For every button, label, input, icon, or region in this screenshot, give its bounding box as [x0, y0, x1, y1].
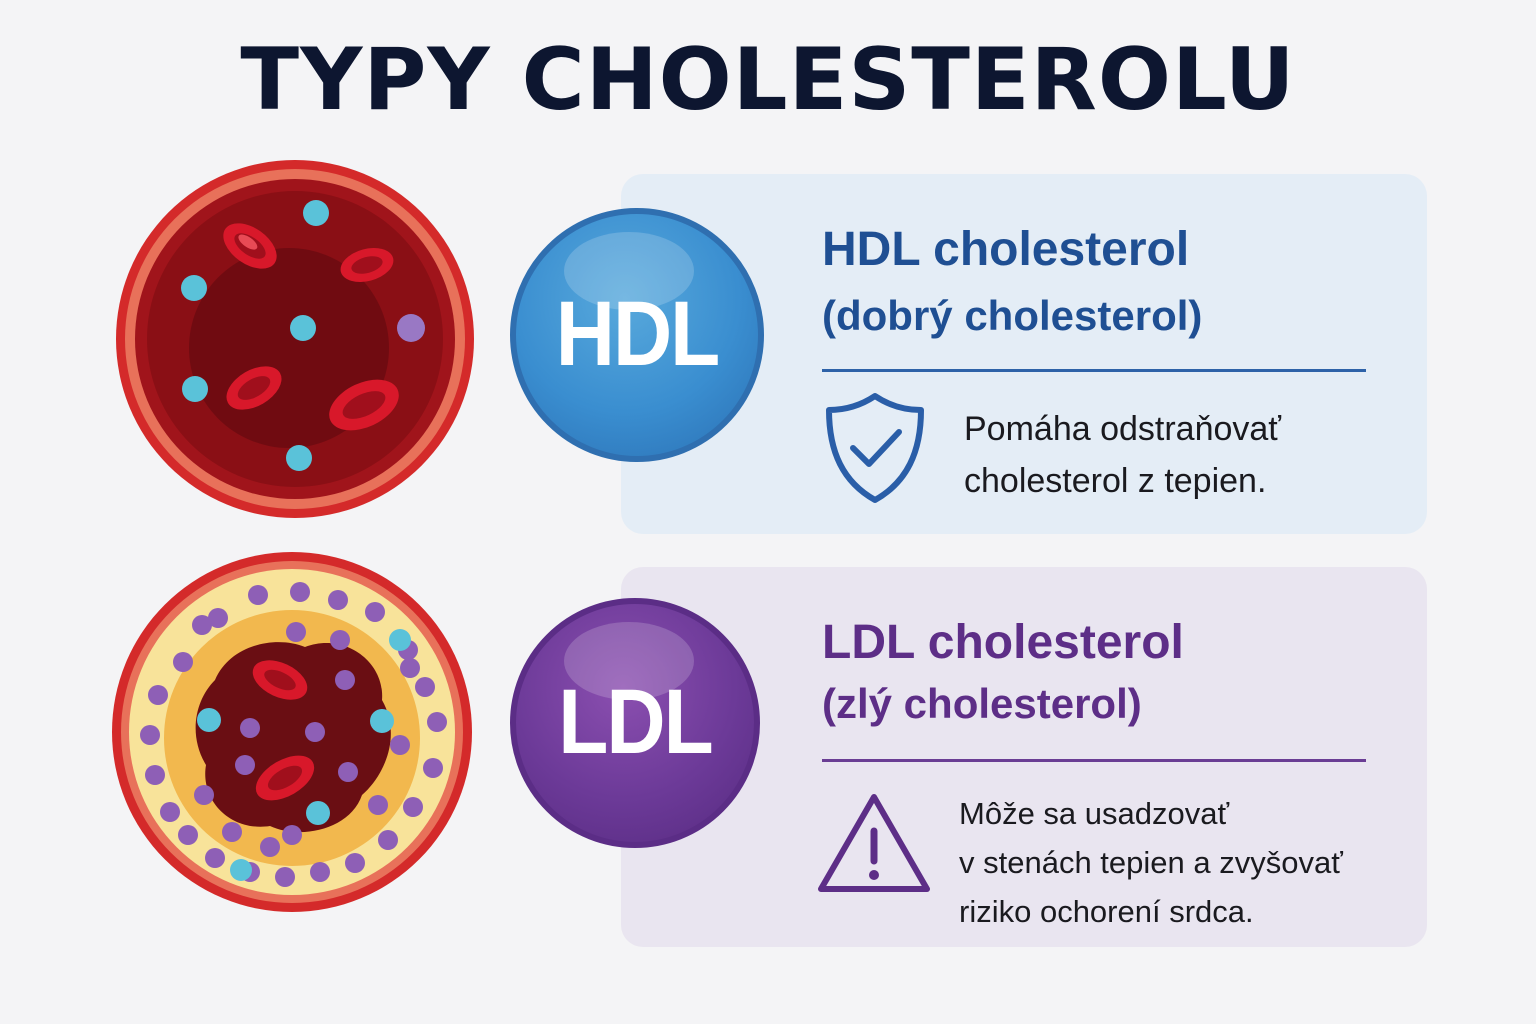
- red-blood-cells: [252, 660, 315, 801]
- hdl-info-card: HDL cholesterol (dobrý cholesterol) Pomá…: [621, 174, 1427, 534]
- ldl-divider: [822, 759, 1366, 762]
- hdl-particles: [181, 200, 329, 471]
- ldl-badge: LDL: [510, 598, 760, 848]
- shield-check-icon: [823, 390, 927, 510]
- hdl-subheading: (dobrý cholesterol): [822, 292, 1203, 339]
- ldl-heading: LDL cholesterol: [822, 616, 1184, 669]
- ldl-description: Môže sa usadzovať v stenách tepien a zvy…: [959, 796, 1343, 929]
- hdl-badge: HDL: [510, 208, 764, 462]
- hdl-divider: [822, 369, 1366, 372]
- red-blood-cells: [223, 223, 399, 431]
- warning-triangle-icon: [813, 789, 935, 903]
- clogged-artery-illustration: [110, 550, 474, 914]
- hdl-description: Pomáha odstraňovať cholesterol z tepien.: [964, 410, 1282, 500]
- hdl-heading: HDL cholesterol: [822, 223, 1190, 276]
- ldl-particles: [140, 582, 447, 887]
- healthy-artery-illustration: [114, 158, 476, 520]
- page-title: TYPY CHOLESTEROLU: [240, 30, 1296, 130]
- ldl-subheading: (zlý cholesterol): [822, 680, 1142, 727]
- hdl-particles: [197, 629, 411, 881]
- ldl-info-card: LDL cholesterol (zlý cholesterol) Môže s…: [621, 567, 1427, 947]
